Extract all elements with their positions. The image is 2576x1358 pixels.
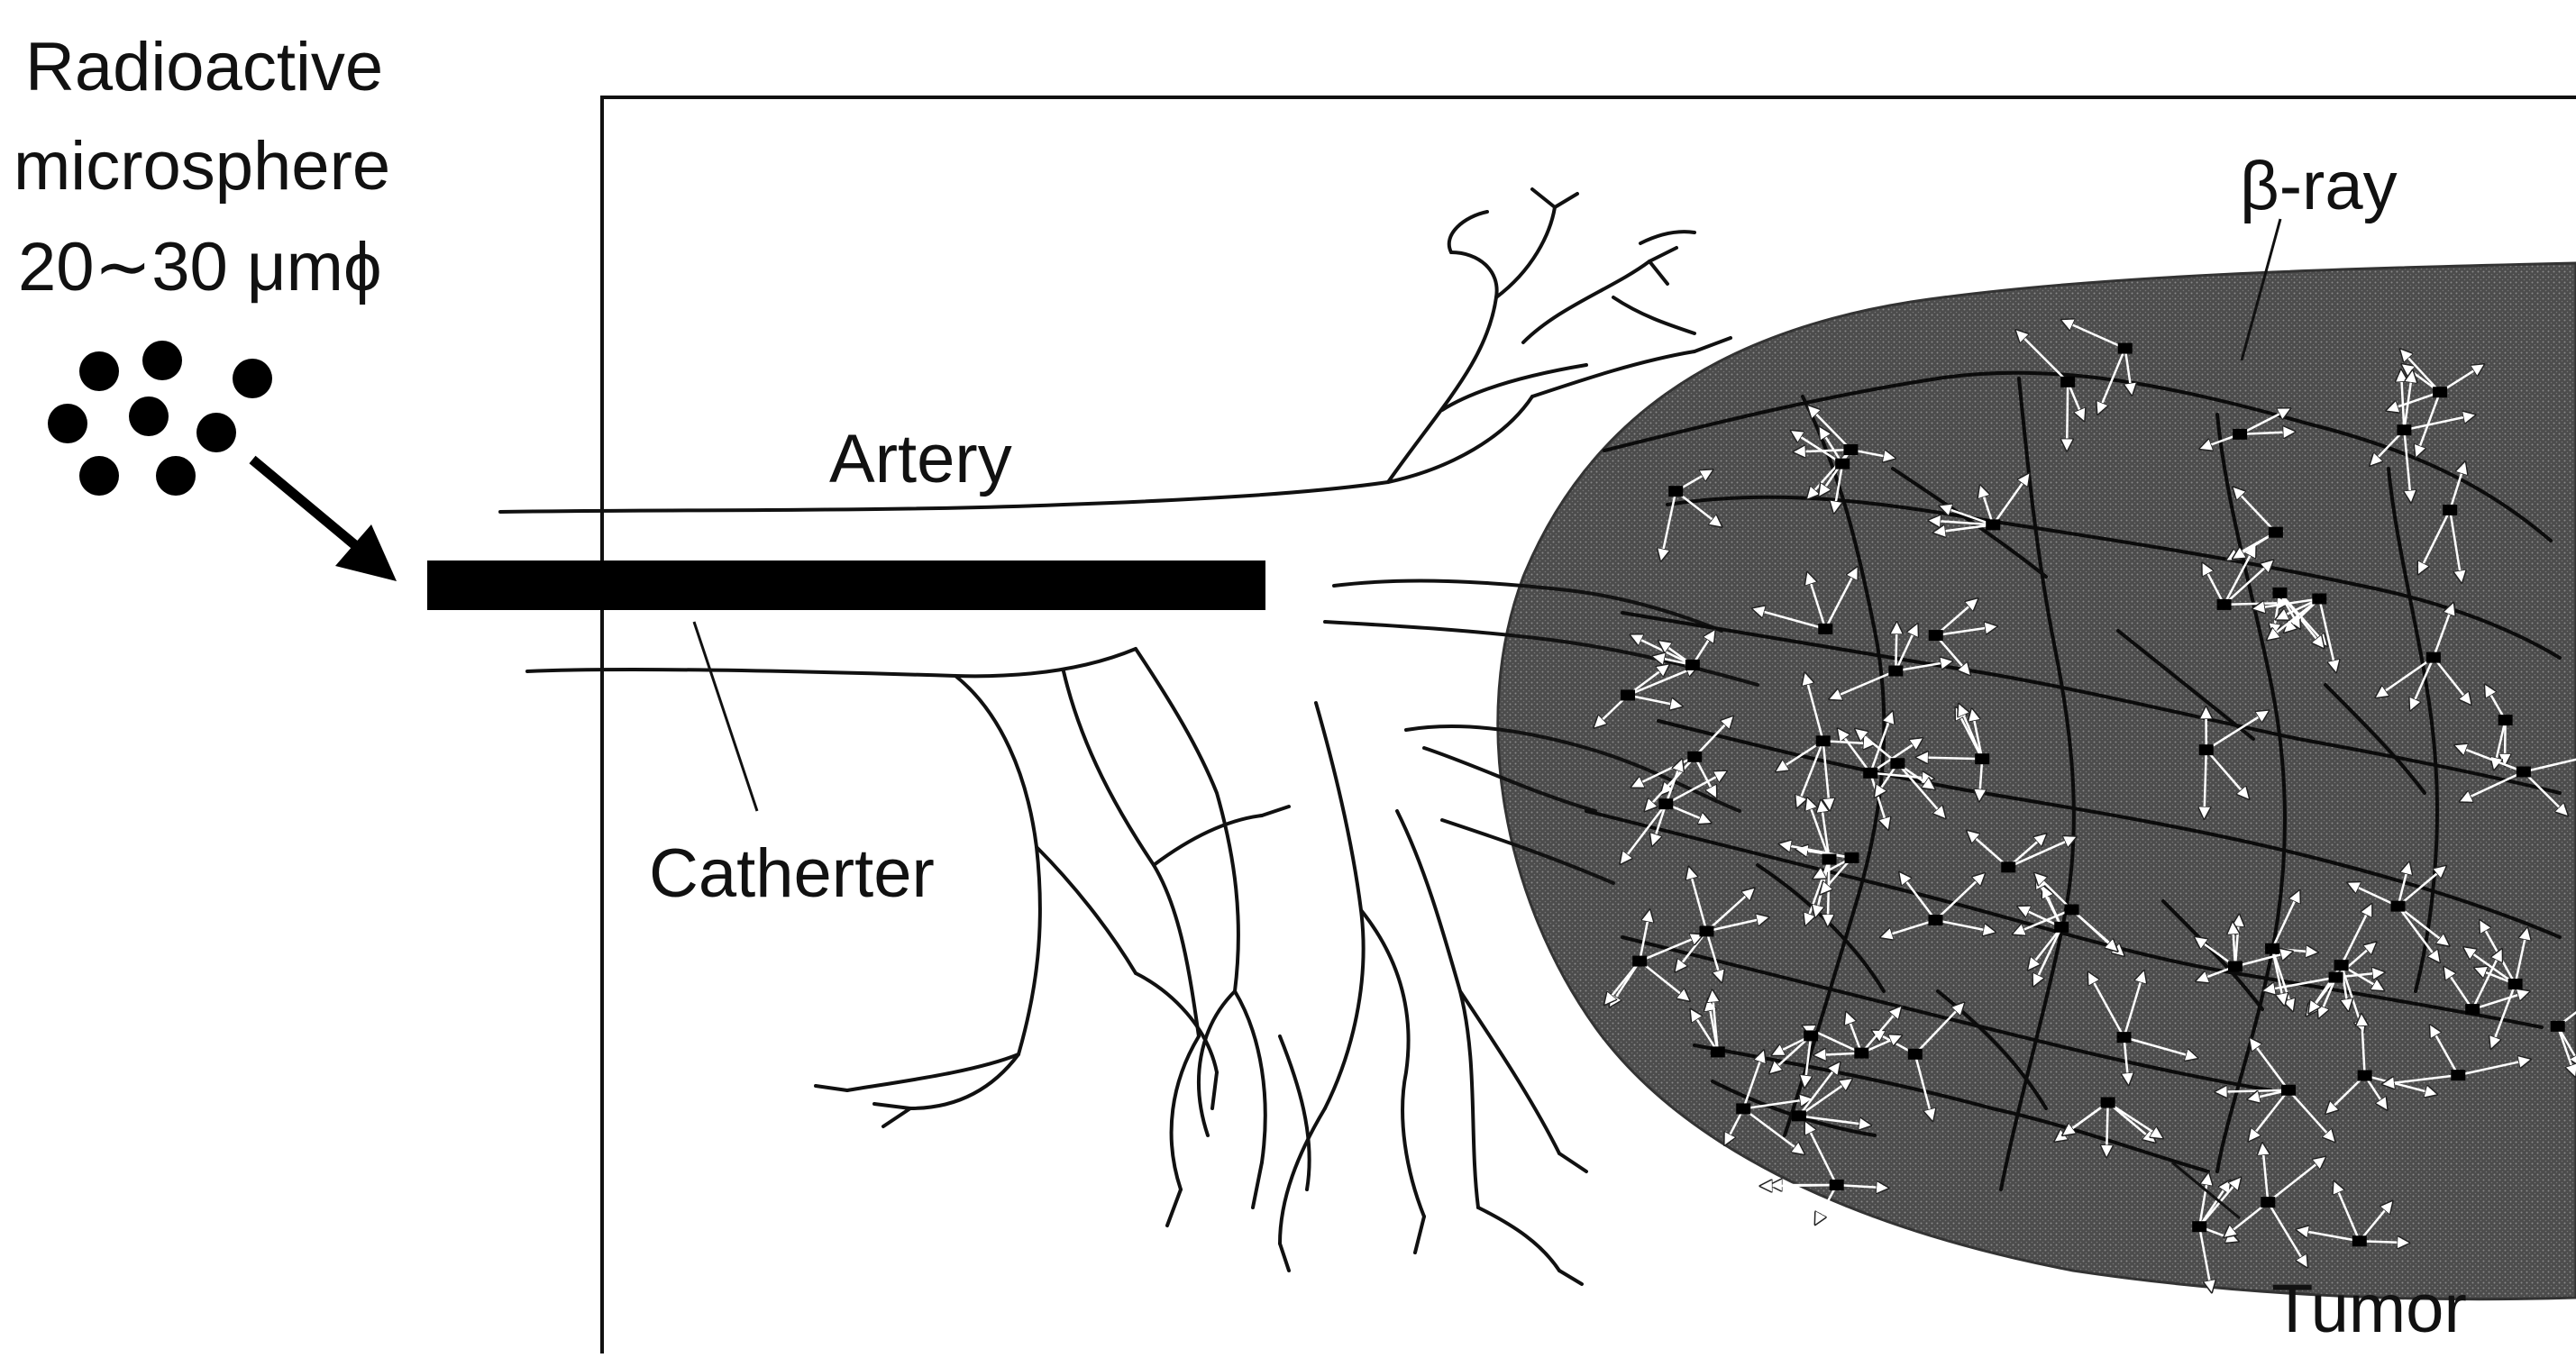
lodged-microsphere [2265, 943, 2279, 954]
lodged-microsphere [2199, 744, 2214, 755]
lodged-microsphere [1687, 752, 1702, 762]
lodged-microsphere [1830, 1180, 1844, 1190]
lodged-microsphere [1888, 666, 1903, 677]
lodged-microsphere [1804, 1030, 1818, 1041]
lodged-microsphere [2060, 377, 2075, 387]
lodged-microsphere [2465, 1004, 2480, 1015]
lodged-microsphere [1822, 854, 1836, 865]
microsphere-label-line2: microsphere [14, 128, 390, 205]
beta-ray-label: β-ray [2240, 148, 2398, 224]
lodged-microsphere [1986, 519, 2000, 530]
beta-ray-arrow [1760, 1185, 1837, 1186]
lodged-microsphere [2217, 599, 2232, 610]
lodged-microsphere [2352, 1235, 2367, 1246]
lodged-microsphere [2233, 429, 2247, 440]
lodged-microsphere [1863, 768, 1877, 779]
lodged-microsphere [2228, 961, 2243, 971]
lodged-microsphere [1818, 624, 1832, 634]
lodged-microsphere [1736, 1103, 1750, 1114]
lodged-microsphere [1621, 689, 1635, 700]
beta-ray-arrow [2106, 1103, 2108, 1157]
catheter-tube [427, 561, 1265, 610]
lodged-microsphere [2261, 1197, 2275, 1208]
beta-ray-arrow [2067, 382, 2068, 451]
lodged-microsphere [1632, 956, 1647, 967]
lodged-microsphere [1685, 660, 1700, 670]
lodged-microsphere [2312, 593, 2326, 604]
microsphere-cluster [48, 341, 272, 496]
lodged-microsphere [1928, 915, 1942, 925]
lodged-microsphere [1658, 798, 1673, 809]
microsphere-label-line1: Radioactive [25, 29, 383, 105]
lodged-microsphere [2272, 588, 2287, 598]
lodged-microsphere [2334, 960, 2349, 971]
lodged-microsphere [1668, 486, 1683, 497]
lodged-microsphere [2329, 972, 2343, 983]
lodged-microsphere [2551, 1021, 2565, 1032]
lodged-microsphere [2192, 1221, 2206, 1232]
lodged-microsphere [2426, 652, 2441, 663]
lodged-microsphere [1929, 630, 1943, 641]
lodged-microsphere [1792, 1110, 1806, 1121]
lodged-microsphere [1699, 925, 1713, 936]
artery-label: Artery [829, 421, 1012, 497]
artery-trunk [500, 396, 1532, 676]
lodged-microsphere [2064, 904, 2078, 915]
lodged-microsphere [2508, 979, 2523, 989]
lodged-microsphere [2001, 861, 2015, 872]
lodged-microsphere [2391, 901, 2406, 912]
lodged-microsphere [2118, 343, 2133, 354]
beta-ray-arrow [1895, 623, 1896, 671]
injection-arrow [252, 460, 397, 581]
microsphere-label-line3: 20∼30 μmϕ [18, 229, 382, 305]
lodged-microsphere [1843, 444, 1858, 455]
lodged-microsphere [1854, 1048, 1868, 1059]
catheter-label: Catherter [649, 835, 935, 912]
lodged-microsphere [1835, 459, 1850, 469]
lodged-microsphere [2117, 1032, 2132, 1043]
lodged-microsphere [2397, 424, 2411, 435]
lodged-microsphere [1908, 1049, 1923, 1060]
lodged-microsphere [2101, 1098, 2115, 1108]
lodged-microsphere [1975, 753, 1989, 764]
lodged-microsphere [1816, 735, 1831, 746]
lodged-microsphere [2433, 387, 2447, 397]
lodged-microsphere [1711, 1046, 1725, 1057]
lodged-microsphere [2443, 505, 2457, 515]
lodged-microsphere [2054, 922, 2069, 933]
lodged-microsphere [2269, 527, 2283, 538]
lodged-microsphere [1890, 758, 1905, 769]
lodged-microsphere [2498, 715, 2513, 725]
lodged-microsphere [2358, 1071, 2372, 1081]
lodged-microsphere [2517, 766, 2531, 777]
beta-ray-arrow [1916, 757, 1982, 759]
lodged-microsphere [1845, 852, 1859, 863]
tumor-label: Tumor [2271, 1271, 2467, 1347]
lodged-microsphere [2451, 1070, 2465, 1080]
lodged-microsphere [2281, 1085, 2296, 1096]
